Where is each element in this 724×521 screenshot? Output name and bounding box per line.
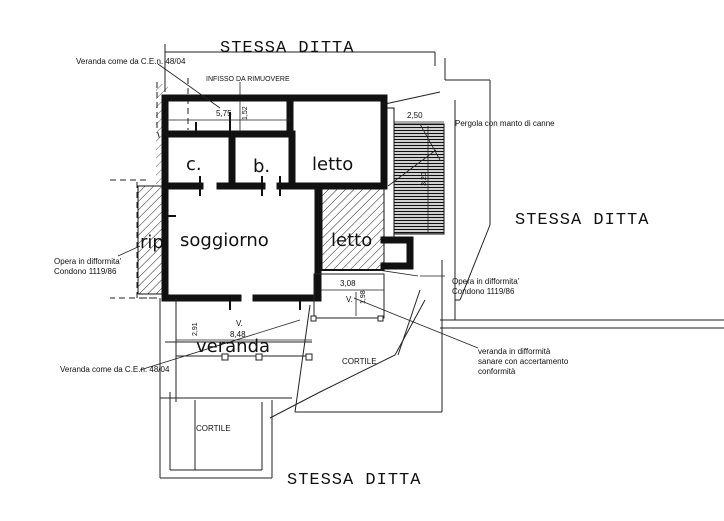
dim-575: 5,75 [216, 109, 232, 118]
bottom-neighbor-label: STESSA DITTA [287, 471, 422, 490]
opera-right-note-2: Condono 1119/86 [452, 287, 515, 296]
room-label-soggiorno: soggiorno [180, 230, 269, 251]
dim-152: 1,52 [242, 106, 249, 120]
dim-308: 3,08 [340, 279, 356, 288]
room-label-veranda: veranda [196, 336, 271, 357]
dim-848: 8,48 [230, 330, 246, 339]
right-neighbor-label: STESSA DITTA [515, 211, 650, 230]
room-label-letto-lower: letto [331, 230, 373, 251]
veranda-diff-note-3: conformità [478, 367, 516, 376]
site-diagonal [269, 289, 426, 419]
room-label-b: b. [253, 156, 271, 177]
dim-291: 2,91 [192, 322, 199, 336]
property-boundaries [159, 44, 724, 479]
top-neighbor-label: STESSA DITTA [220, 39, 355, 58]
room-label-c: c. [186, 154, 202, 175]
room-label-rip: rip [140, 232, 164, 253]
opera-left-note-2: Condono 1119/86 [54, 267, 117, 276]
dimension-lines [168, 100, 444, 352]
leader-lines [117, 63, 479, 371]
dim-320: 3,20 [421, 172, 428, 186]
veranda-structure [165, 273, 385, 470]
cortile-right-label: CORTILE [342, 357, 377, 366]
veranda-bottom-note: Veranda come da C.E.n. 48/04 [60, 365, 170, 374]
veranda-diff-note-2: sanare con accertamento [478, 357, 569, 366]
dim-250: 2,50 [407, 111, 423, 120]
v-small-label: V. [346, 295, 353, 304]
infisso-note: INFISSO DA RIMUOVERE [206, 76, 290, 83]
dim-198: 1,98 [360, 290, 367, 304]
building-walls [161, 94, 414, 302]
opera-right-note-1: Opera in difformita' [452, 277, 520, 286]
veranda-top-note: Veranda come da C.E.n. 48/04 [76, 57, 186, 66]
opera-left-note-1: Opera in difformita' [54, 257, 122, 266]
pergola-note: Pergola con manto di canne [455, 119, 555, 128]
cortile-bottom-label: CORTILE [196, 424, 231, 433]
pergola [383, 107, 445, 239]
wall-details [168, 112, 384, 310]
room-label-letto-upper: letto [312, 154, 354, 175]
veranda-diff-note-1: veranda in difformità [478, 347, 551, 356]
v-main-label: V. [236, 319, 243, 328]
